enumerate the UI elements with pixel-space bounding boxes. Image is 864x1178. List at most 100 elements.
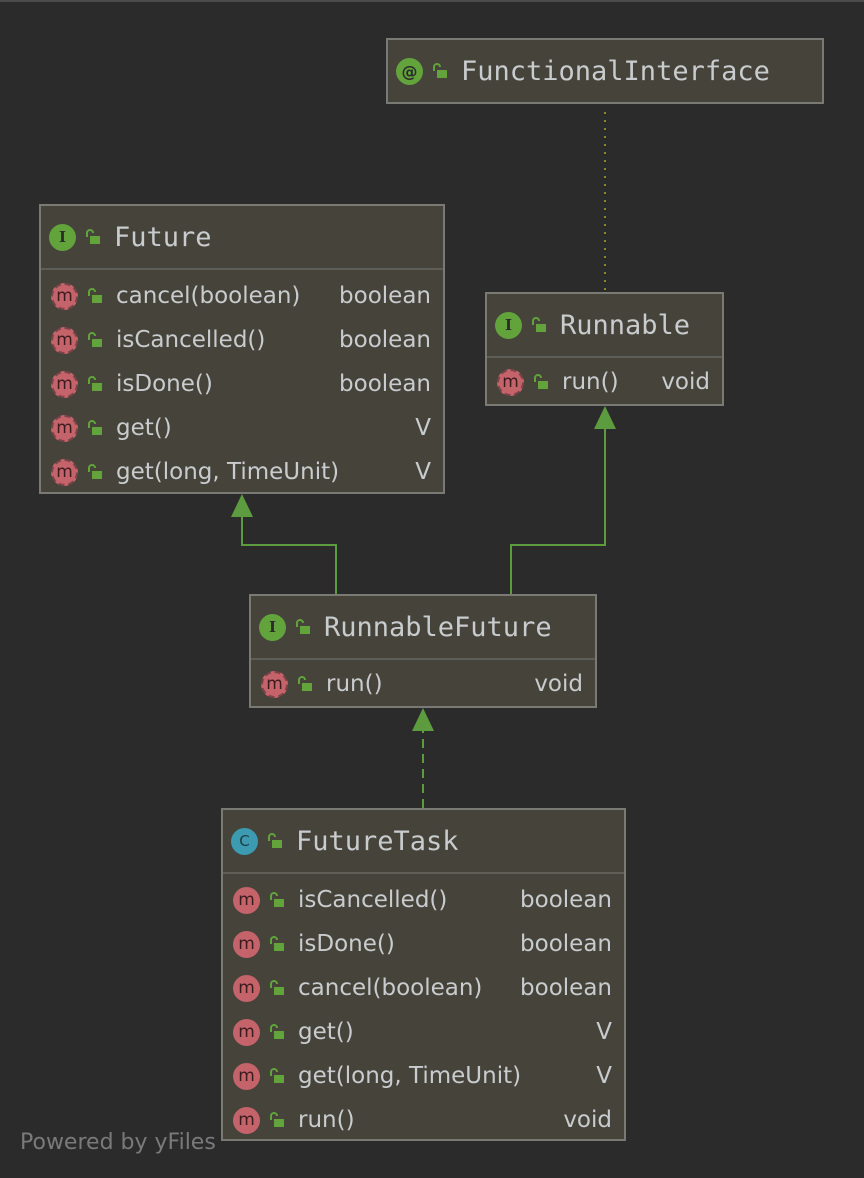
method-icon: m bbox=[233, 886, 260, 914]
method-list: m isCancelled() boolean m isDone() boole… bbox=[223, 874, 624, 1142]
public-lock-icon bbox=[270, 936, 284, 951]
method-name: isCancelled() bbox=[298, 887, 448, 913]
return-type: boolean bbox=[520, 887, 612, 913]
return-type: V bbox=[596, 1063, 612, 1089]
return-type: V bbox=[415, 415, 431, 441]
class-icon: C bbox=[231, 827, 258, 855]
public-lock-icon bbox=[270, 1024, 284, 1039]
public-lock-icon bbox=[88, 420, 102, 435]
abstract-method-icon: m bbox=[497, 368, 524, 396]
powered-by-label: Powered by yFiles bbox=[20, 1130, 216, 1155]
edge-runnablefuture-future bbox=[241, 512, 337, 594]
public-lock-icon bbox=[534, 374, 548, 389]
node-divider bbox=[41, 268, 443, 270]
method-row[interactable]: m cancel(boolean) boolean bbox=[233, 966, 612, 1010]
interface-icon: I bbox=[49, 223, 76, 251]
node-future-task[interactable]: C FutureTask m isCancelled() boolean m i… bbox=[221, 808, 626, 1141]
node-title: Future bbox=[114, 221, 212, 253]
method-name: isDone() bbox=[298, 931, 395, 957]
method-name: get(long, TimeUnit) bbox=[298, 1063, 522, 1089]
method-row[interactable]: m get(long, TimeUnit) V bbox=[51, 450, 431, 494]
method-icon: m bbox=[233, 930, 260, 958]
return-type: void bbox=[661, 369, 710, 395]
method-name: cancel(boolean) bbox=[116, 283, 301, 309]
method-row[interactable]: m get() V bbox=[233, 1010, 612, 1054]
public-lock-icon bbox=[86, 229, 100, 244]
method-icon: m bbox=[233, 974, 260, 1002]
node-divider bbox=[487, 356, 722, 358]
node-header: I RunnableFuture bbox=[251, 596, 595, 658]
method-name: isCancelled() bbox=[116, 327, 266, 353]
return-type: boolean bbox=[520, 931, 612, 957]
return-type: boolean bbox=[339, 327, 431, 353]
arrowhead-runnable bbox=[594, 406, 616, 429]
method-name: get(long, TimeUnit) bbox=[116, 459, 340, 485]
return-type: boolean bbox=[339, 371, 431, 397]
public-lock-icon bbox=[270, 892, 284, 907]
node-title: FunctionalInterface bbox=[461, 55, 770, 87]
method-name: get() bbox=[298, 1019, 354, 1045]
public-lock-icon bbox=[296, 619, 310, 634]
node-title: Runnable bbox=[560, 309, 691, 341]
top-border bbox=[0, 0, 864, 2]
return-type: boolean bbox=[520, 975, 612, 1001]
public-lock-icon bbox=[532, 317, 546, 332]
method-row[interactable]: m run() void bbox=[233, 1098, 612, 1142]
interface-icon: I bbox=[495, 311, 522, 339]
method-row[interactable]: m run() void bbox=[261, 662, 583, 706]
method-row[interactable]: m run() void bbox=[497, 360, 710, 404]
node-divider bbox=[223, 872, 624, 874]
return-type: V bbox=[415, 459, 431, 485]
method-name: cancel(boolean) bbox=[298, 975, 483, 1001]
method-row[interactable]: m get(long, TimeUnit) V bbox=[233, 1054, 612, 1098]
node-title: RunnableFuture bbox=[324, 611, 552, 643]
public-lock-icon bbox=[88, 376, 102, 391]
node-runnable[interactable]: I Runnable m run() void bbox=[485, 292, 724, 406]
method-list: m run() void bbox=[251, 660, 595, 706]
method-list: m run() void bbox=[487, 358, 722, 404]
method-row[interactable]: m isDone() boolean bbox=[233, 922, 612, 966]
interface-icon: I bbox=[259, 613, 286, 641]
arrowhead-runnablefuture bbox=[412, 708, 434, 731]
abstract-method-icon: m bbox=[51, 458, 78, 486]
method-icon: m bbox=[233, 1018, 260, 1046]
return-type: void bbox=[534, 671, 583, 697]
node-header: I Future bbox=[41, 206, 443, 268]
method-icon: m bbox=[233, 1106, 260, 1134]
abstract-method-icon: m bbox=[51, 282, 78, 310]
return-type: void bbox=[563, 1107, 612, 1133]
method-name: run() bbox=[298, 1107, 355, 1133]
public-lock-icon bbox=[270, 1068, 284, 1083]
node-future[interactable]: I Future m cancel(boolean) boolean m isC… bbox=[39, 204, 445, 494]
abstract-method-icon: m bbox=[261, 670, 288, 698]
method-name: run() bbox=[326, 671, 383, 697]
node-runnable-future[interactable]: I RunnableFuture m run() void bbox=[249, 594, 597, 708]
method-icon: m bbox=[233, 1062, 260, 1090]
public-lock-icon bbox=[270, 1112, 284, 1127]
method-row[interactable]: m isCancelled() boolean bbox=[233, 878, 612, 922]
public-lock-icon bbox=[268, 833, 282, 848]
method-name: get() bbox=[116, 415, 172, 441]
node-functional-interface[interactable]: @ FunctionalInterface bbox=[386, 38, 824, 104]
public-lock-icon bbox=[433, 63, 447, 78]
public-lock-icon bbox=[88, 288, 102, 303]
method-row[interactable]: m get() V bbox=[51, 406, 431, 450]
public-lock-icon bbox=[88, 332, 102, 347]
annotation-type-icon: @ bbox=[396, 57, 423, 85]
node-divider bbox=[251, 658, 595, 660]
abstract-method-icon: m bbox=[51, 326, 78, 354]
method-name: isDone() bbox=[116, 371, 213, 397]
node-header: C FutureTask bbox=[223, 810, 624, 872]
return-type: V bbox=[596, 1019, 612, 1045]
node-header: @ FunctionalInterface bbox=[388, 40, 822, 102]
method-row[interactable]: m isCancelled() boolean bbox=[51, 318, 431, 362]
public-lock-icon bbox=[298, 676, 312, 691]
method-row[interactable]: m isDone() boolean bbox=[51, 362, 431, 406]
arrowhead-future bbox=[231, 494, 253, 517]
method-row[interactable]: m cancel(boolean) boolean bbox=[51, 274, 431, 318]
method-list: m cancel(boolean) boolean m isCancelled(… bbox=[41, 270, 443, 494]
public-lock-icon bbox=[270, 980, 284, 995]
method-name: run() bbox=[562, 369, 619, 395]
abstract-method-icon: m bbox=[51, 414, 78, 442]
